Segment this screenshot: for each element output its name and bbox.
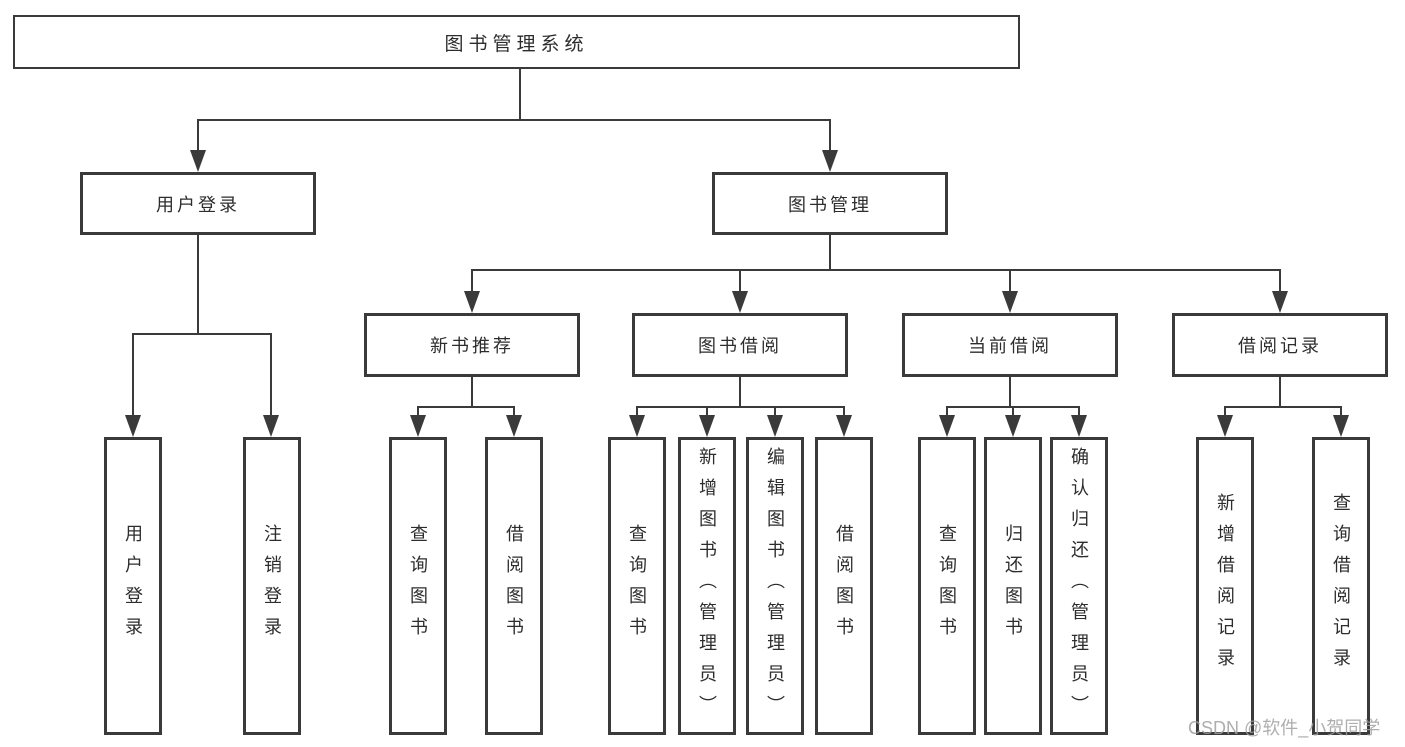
connector-level3-stem bbox=[739, 269, 741, 295]
leaf-label: 新增图书（管理员） bbox=[697, 446, 717, 726]
connector-leaf-stem bbox=[1340, 406, 1342, 418]
arrowhead-down-icon bbox=[464, 291, 480, 313]
arrowhead-down-icon bbox=[629, 415, 645, 437]
connector-mgmt-group-branch bbox=[471, 269, 1281, 271]
leaf-label: 注销登录 bbox=[262, 524, 282, 648]
leaf-label: 借阅图书 bbox=[504, 524, 524, 648]
connector-login-group-stem bbox=[197, 235, 199, 335]
connector-level3-stem bbox=[471, 269, 473, 295]
arrowhead-down-icon bbox=[732, 291, 748, 313]
connector-root-branch bbox=[197, 119, 831, 121]
leaf-confirm-return-admin: 确认归还（管理员） bbox=[1050, 437, 1108, 735]
connector-mgmt-group-stem bbox=[829, 235, 831, 271]
leaf-query-book-recommend: 查询图书 bbox=[389, 437, 447, 735]
connector-group-stem bbox=[1279, 377, 1281, 408]
leaf-label: 查询图书 bbox=[627, 524, 647, 648]
connector-leaf-stem bbox=[1012, 406, 1014, 418]
node-book-borrow: 图书借阅 bbox=[632, 313, 848, 377]
leaf-label: 确认归还（管理员） bbox=[1069, 446, 1089, 726]
node-user-login: 用户登录 bbox=[80, 172, 316, 235]
connector-leaf-stem bbox=[774, 406, 776, 418]
leaf-label: 查询图书 bbox=[937, 524, 957, 648]
node-label: 用户登录 bbox=[156, 194, 240, 215]
connector-level3-stem bbox=[1279, 269, 1281, 295]
arrowhead-down-icon bbox=[125, 415, 141, 437]
connector-leaf-stem bbox=[270, 333, 272, 417]
leaf-borrow-book-recommend: 借阅图书 bbox=[485, 437, 543, 735]
connector-leaf-stem bbox=[706, 406, 708, 418]
connector-leaf-stem bbox=[636, 406, 638, 418]
connector-book-mgmt-stem bbox=[829, 119, 831, 155]
arrowhead-down-icon bbox=[1217, 415, 1233, 437]
connector-leaf-stem bbox=[946, 406, 948, 418]
leaf-borrow-book: 借阅图书 bbox=[815, 437, 873, 735]
connector-leaf-stem bbox=[132, 333, 134, 417]
leaf-edit-book-admin: 编辑图书（管理员） bbox=[746, 437, 804, 735]
node-label: 图书管理 bbox=[788, 194, 872, 215]
arrowhead-down-icon bbox=[190, 150, 206, 172]
connector-group-branch bbox=[636, 406, 845, 408]
leaf-label: 新增借阅记录 bbox=[1215, 493, 1235, 679]
leaf-query-book-borrow: 查询图书 bbox=[608, 437, 666, 735]
arrowhead-down-icon bbox=[767, 415, 783, 437]
leaf-label: 查询借阅记录 bbox=[1331, 493, 1351, 679]
connector-group-stem bbox=[471, 377, 473, 408]
csdn-watermark: CSDN @软件_小贺同学 bbox=[1188, 718, 1381, 738]
connector-group-branch bbox=[417, 406, 515, 408]
leaf-user-login: 用户登录 bbox=[104, 437, 162, 735]
leaf-label: 编辑图书（管理员） bbox=[765, 446, 785, 726]
connector-user-login-stem bbox=[197, 119, 199, 155]
node-current-borrow: 当前借阅 bbox=[902, 313, 1118, 377]
arrowhead-down-icon bbox=[1002, 291, 1018, 313]
connector-leaf-stem bbox=[843, 406, 845, 418]
connector-group-stem bbox=[1009, 377, 1011, 408]
arrowhead-down-icon bbox=[1071, 415, 1087, 437]
connector-group-stem bbox=[739, 377, 741, 408]
leaf-label: 归还图书 bbox=[1003, 524, 1023, 648]
leaf-label: 用户登录 bbox=[123, 524, 143, 648]
leaf-add-borrow-record: 新增借阅记录 bbox=[1196, 437, 1254, 735]
leaf-label: 借阅图书 bbox=[834, 524, 854, 648]
leaf-add-book-admin: 新增图书（管理员） bbox=[678, 437, 736, 735]
node-label: 当前借阅 bbox=[968, 336, 1052, 356]
connector-root-stem bbox=[519, 69, 521, 120]
arrowhead-down-icon bbox=[939, 415, 955, 437]
node-label: 图书管理系统 bbox=[444, 33, 589, 55]
connector-leaf-stem bbox=[1224, 406, 1226, 418]
arrowhead-down-icon bbox=[699, 415, 715, 437]
node-book-management: 图书管理 bbox=[712, 172, 948, 235]
connector-level3-stem bbox=[1009, 269, 1011, 295]
node-borrow-record: 借阅记录 bbox=[1172, 313, 1388, 377]
connector-group-branch bbox=[1224, 406, 1342, 408]
node-new-book-recommend: 新书推荐 bbox=[364, 313, 580, 377]
arrowhead-down-icon bbox=[822, 150, 838, 172]
connector-leaf-stem bbox=[1078, 406, 1080, 418]
leaf-query-book-current: 查询图书 bbox=[918, 437, 976, 735]
leaf-logout: 注销登录 bbox=[243, 437, 301, 735]
leaf-return-book: 归还图书 bbox=[984, 437, 1042, 735]
connector-leaf-stem bbox=[417, 406, 419, 418]
node-library-management-system: 图书管理系统 bbox=[13, 15, 1020, 69]
node-label: 新书推荐 bbox=[430, 336, 514, 356]
node-label: 借阅记录 bbox=[1238, 336, 1322, 356]
node-label: 图书借阅 bbox=[698, 336, 782, 356]
arrowhead-down-icon bbox=[263, 415, 279, 437]
arrowhead-down-icon bbox=[1272, 291, 1288, 313]
leaf-label: 查询图书 bbox=[408, 524, 428, 648]
leaf-query-borrow-record: 查询借阅记录 bbox=[1312, 437, 1370, 735]
arrowhead-down-icon bbox=[1333, 415, 1349, 437]
connector-login-group-branch bbox=[133, 333, 272, 335]
arrowhead-down-icon bbox=[1005, 415, 1021, 437]
connector-leaf-stem bbox=[513, 406, 515, 418]
arrowhead-down-icon bbox=[410, 415, 426, 437]
arrowhead-down-icon bbox=[836, 415, 852, 437]
arrowhead-down-icon bbox=[506, 415, 522, 437]
